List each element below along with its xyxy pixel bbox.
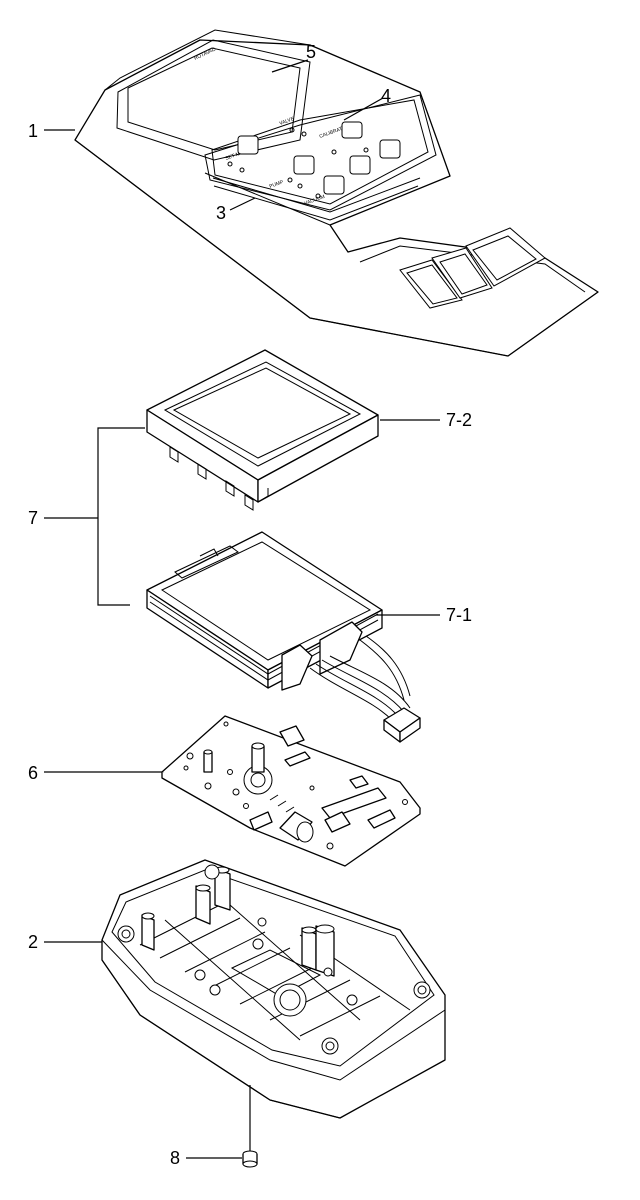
callout-6: 6 (28, 763, 38, 783)
callout-labels: 1 5 4 3 7-2 7 7-1 6 2 8 (28, 42, 472, 1168)
callout-1: 1 (28, 121, 38, 141)
part-6-circuit-board (161, 715, 421, 867)
callout-7-1: 7-1 (446, 605, 472, 625)
callout-7-2: 7-2 (446, 410, 472, 430)
part-7-1-lcd-module (146, 531, 421, 743)
leader-lines (44, 59, 440, 1159)
callout-3: 3 (216, 203, 226, 223)
callout-8: 8 (170, 1148, 180, 1168)
svg-text:VALVE: VALVE (279, 116, 296, 127)
callout-5: 5 (306, 42, 316, 62)
part-2-lower-base (101, 859, 446, 1119)
part-3-keypad-overlay (212, 177, 421, 221)
part-8-screw (242, 1085, 258, 1168)
part-7-2-display-frame (146, 349, 379, 511)
part-1-upper-housing: ROTAVAC SET MODE VALVE CALIBRATE PUMP VA… (74, 29, 599, 357)
svg-text:PUMP: PUMP (269, 179, 285, 190)
callout-7: 7 (28, 508, 38, 528)
callout-2: 2 (28, 932, 38, 952)
callout-4: 4 (381, 86, 391, 106)
